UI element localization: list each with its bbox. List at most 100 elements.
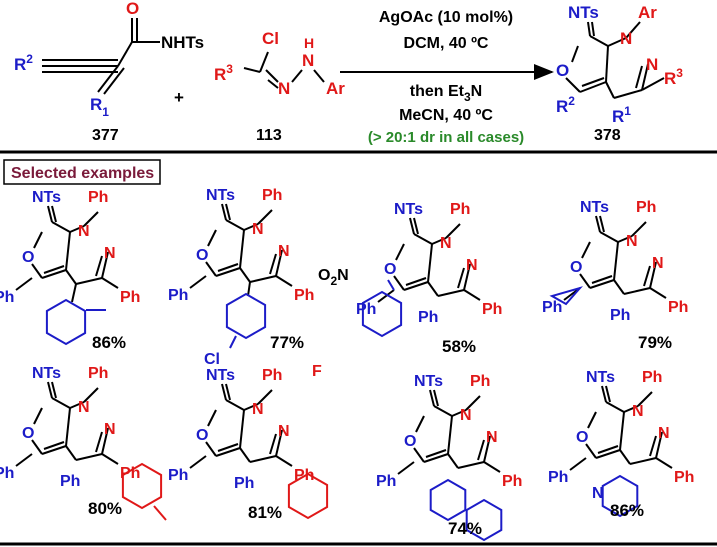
yield-label-6: 81% bbox=[248, 503, 282, 522]
substituent-cyclopropyl: Ph bbox=[549, 286, 630, 324]
yield-label-7: 74% bbox=[448, 519, 482, 538]
ring-o-label: O bbox=[196, 427, 208, 444]
carbonyl-o-label: O bbox=[126, 0, 139, 18]
ring-o-label: O bbox=[576, 429, 588, 446]
c5-phenyl-label: Ph bbox=[0, 289, 14, 306]
condition-line-3: then Et3N bbox=[410, 83, 482, 104]
substituent-pyridyl: N bbox=[592, 474, 639, 518]
n2-label: N bbox=[658, 425, 670, 442]
n-phenyl-label: Ph bbox=[450, 201, 470, 218]
r1-label: R1 bbox=[612, 104, 631, 126]
n1-label: N bbox=[632, 403, 644, 420]
r2-label: R2 bbox=[556, 94, 575, 116]
nts-label: NTs bbox=[206, 367, 235, 384]
c3-phenyl-label: Ph bbox=[482, 301, 502, 318]
yield-label-8: 86% bbox=[610, 501, 644, 520]
nh-n-label: N bbox=[302, 51, 314, 70]
compound-number-377: 377 bbox=[92, 127, 119, 144]
n-phenyl-label: Ph bbox=[636, 199, 656, 216]
nts-label: NTs bbox=[586, 369, 615, 386]
yield-label-1: 86% bbox=[92, 333, 126, 352]
compound-number-113: 113 bbox=[256, 127, 282, 144]
nhts-label: NHTs bbox=[161, 33, 204, 52]
yield-label-5: 80% bbox=[88, 499, 122, 518]
n1-label: N bbox=[78, 223, 90, 240]
cl-label: Cl bbox=[262, 29, 279, 48]
n2-label: N bbox=[278, 423, 290, 440]
pyridine-n-label: N bbox=[592, 485, 604, 502]
c5-phenyl-label: Ph bbox=[0, 465, 14, 482]
compound-number-378: 378 bbox=[594, 127, 621, 144]
yield-label-4: 79% bbox=[638, 333, 672, 352]
n2-label: N bbox=[652, 255, 664, 272]
c5-phenyl-label: Ph bbox=[542, 299, 562, 316]
r3-label: R3 bbox=[664, 66, 683, 88]
c4-phenyl-label: Ph bbox=[60, 473, 80, 490]
nts-label: NTs bbox=[32, 365, 61, 382]
c3-phenyl-label: Ph bbox=[668, 299, 688, 316]
imine-n-label: N bbox=[278, 79, 290, 98]
selected-examples-text: Selected examples bbox=[11, 165, 154, 182]
examples-grid: NTsPhONNPhPh86%NTsPhONNPhPhCl77%NTsPhONN… bbox=[0, 187, 694, 542]
condition-line-4: MeCN, 40 ºC bbox=[399, 107, 493, 124]
reaction-conditions: AgOAc (10 mol%) DCM, 40 ºC then Et3N MeC… bbox=[340, 9, 554, 146]
n-phenyl-label: Ph bbox=[262, 187, 282, 204]
dr-note: (> 20:1 dr in all cases) bbox=[368, 129, 524, 146]
ring-o-label: O bbox=[556, 61, 569, 80]
ring-o-label: O bbox=[404, 433, 416, 450]
c3-phenyl-label: Ph bbox=[294, 287, 314, 304]
nts-label: NTs bbox=[568, 3, 599, 22]
yield-label-3: 58% bbox=[442, 337, 476, 356]
n1-label: N bbox=[440, 235, 452, 252]
c5-phenyl-label: Ph bbox=[356, 301, 376, 318]
yield-label-2: 77% bbox=[270, 333, 304, 352]
substituent-tolylR: Ph bbox=[60, 462, 167, 521]
cl-label: Cl bbox=[204, 351, 220, 368]
n-phenyl-label: Ph bbox=[470, 373, 490, 390]
c4-phenyl-label: Ph bbox=[610, 307, 630, 324]
nts-label: NTs bbox=[32, 189, 61, 206]
n-phenyl-label: Ph bbox=[642, 369, 662, 386]
n1-label: N bbox=[620, 29, 632, 48]
r1-label: R1 bbox=[90, 95, 109, 119]
ring-o-label: O bbox=[570, 259, 582, 276]
nh-h-label: H bbox=[304, 35, 314, 51]
nts-label: NTs bbox=[394, 201, 423, 218]
n2-label: N bbox=[646, 55, 658, 74]
nts-label: NTs bbox=[580, 199, 609, 216]
nts-label: NTs bbox=[414, 373, 443, 390]
c5-phenyl-label: Ph bbox=[548, 469, 568, 486]
c5-phenyl-label: Ph bbox=[168, 287, 188, 304]
f-label: F bbox=[312, 363, 322, 380]
n1-label: N bbox=[252, 401, 264, 418]
r2-label: R2 bbox=[14, 52, 33, 74]
n2-label: N bbox=[486, 429, 498, 446]
c3-phenyl-label: Ph bbox=[674, 469, 694, 486]
c5-phenyl-label: Ph bbox=[168, 467, 188, 484]
n1-label: N bbox=[252, 221, 264, 238]
nitro-label: O2N bbox=[318, 267, 349, 288]
ring-o-label: O bbox=[22, 249, 34, 266]
c3-phenyl-label: Ph bbox=[502, 473, 522, 490]
n1-label: N bbox=[460, 407, 472, 424]
reactant-113: Cl R3 N N H Ar 113 bbox=[214, 29, 345, 144]
ring-o-label: O bbox=[22, 425, 34, 442]
n-phenyl-label: Ph bbox=[88, 189, 108, 206]
r3-label: R3 bbox=[214, 62, 233, 84]
nts-label: NTs bbox=[206, 187, 235, 204]
n-phenyl-label: Ph bbox=[88, 365, 108, 382]
c3-phenyl-label: Ph bbox=[120, 289, 140, 306]
reactant-377: R2 O NHTs R1 377 bbox=[14, 0, 204, 144]
ring-o-label: O bbox=[384, 261, 396, 278]
n-phenyl-label: Ph bbox=[262, 367, 282, 384]
c3-phenyl-label: Ph bbox=[120, 465, 140, 482]
